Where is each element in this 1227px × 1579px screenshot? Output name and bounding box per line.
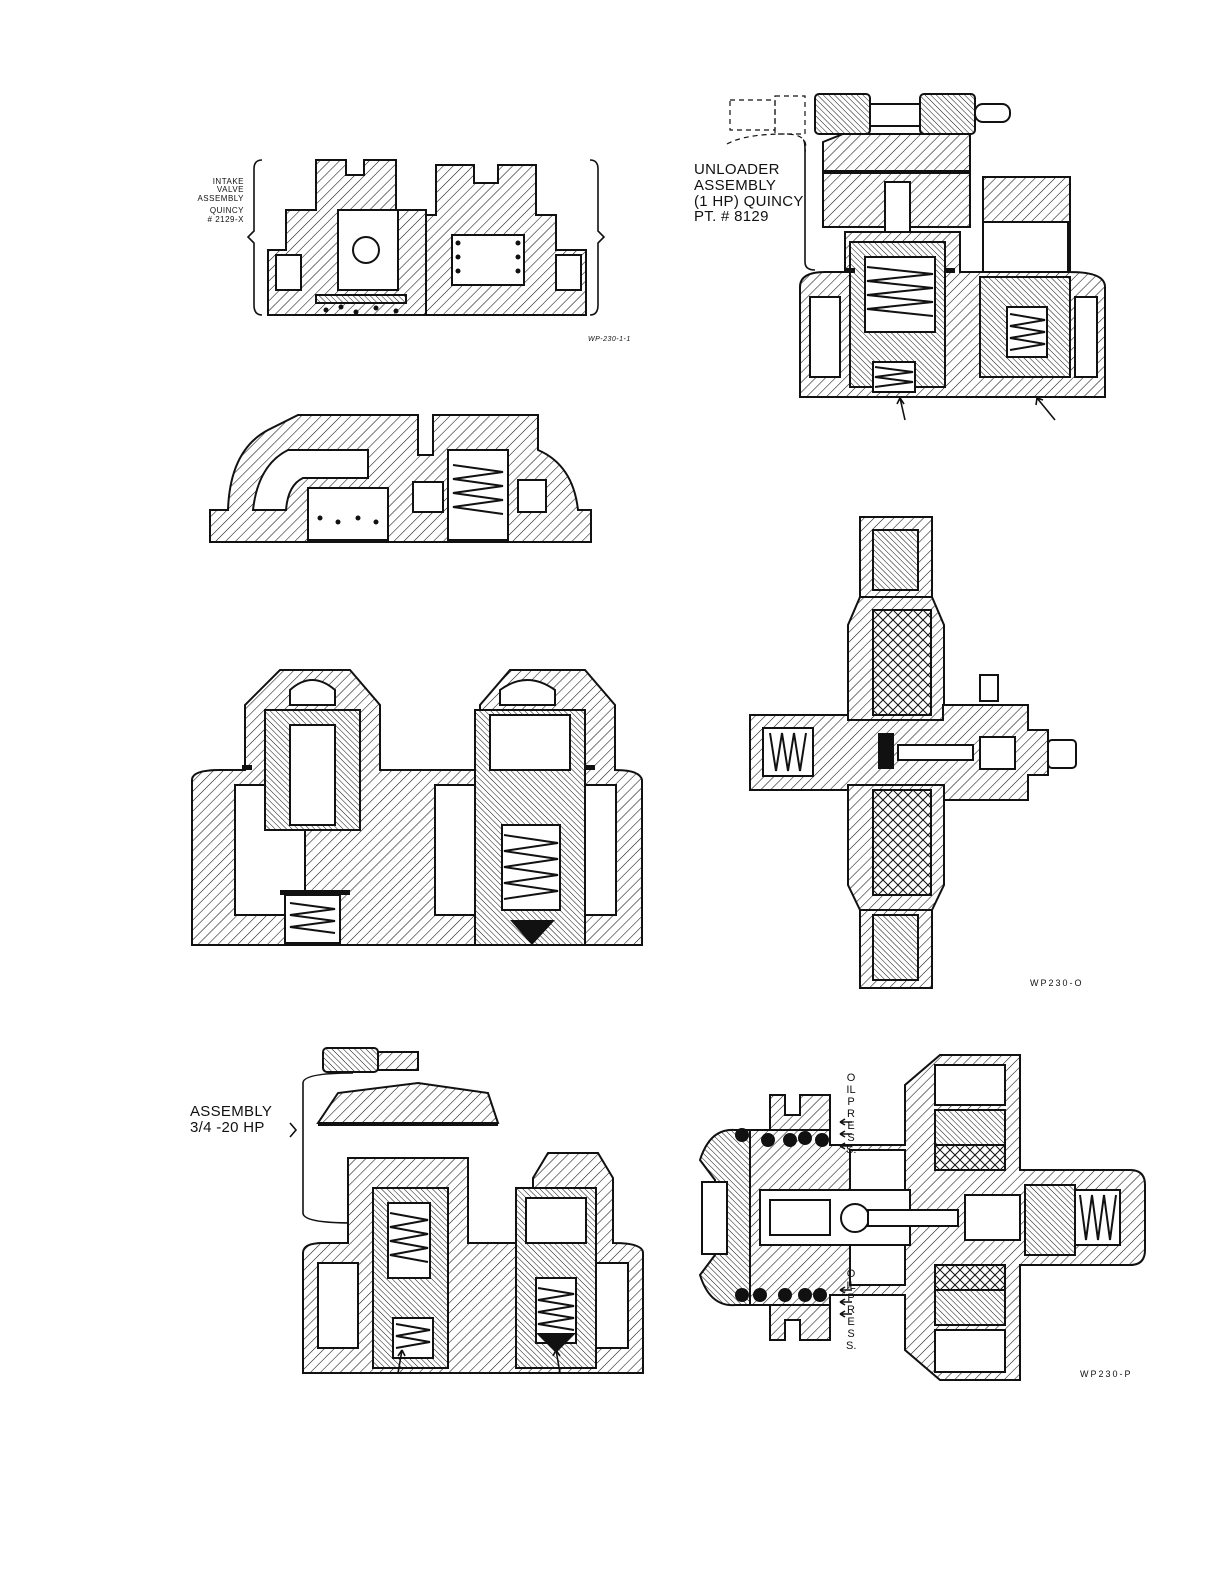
bottom-fitting-bore	[873, 915, 918, 980]
bracket	[803, 140, 815, 270]
unloader-20hp-drawing	[298, 1038, 648, 1374]
end-cap-bore	[702, 1182, 727, 1254]
fitting-nut	[920, 94, 975, 134]
valve-chamber	[452, 235, 524, 285]
phantom-bracket	[727, 134, 806, 152]
label-line: # 2129-X	[196, 216, 244, 224]
passage	[556, 255, 581, 290]
label-line: 3/4 -20 HP	[190, 1120, 272, 1136]
valve-chamber	[965, 1195, 1020, 1240]
oil-press-label-top: OIL PRESS.	[846, 1072, 856, 1156]
figure-valve-section	[208, 410, 593, 545]
label-line: ASSEMBLY	[190, 1104, 272, 1120]
phantom-fitting	[730, 100, 775, 130]
cavity	[810, 297, 840, 377]
bracket	[590, 160, 604, 315]
lower-filter-element	[873, 790, 931, 895]
oil-chamber	[850, 1150, 905, 1190]
diaphragm-cover	[318, 1083, 498, 1123]
oil-pump-drawing	[690, 1050, 1150, 1385]
gasket	[242, 765, 252, 770]
check-valve	[980, 737, 1015, 769]
discharge-top	[526, 1198, 586, 1243]
port-hole	[353, 237, 379, 263]
oil-pump-code: WP230-p	[1080, 1370, 1133, 1379]
pipe-fitting	[323, 1048, 378, 1072]
fitting-nut	[815, 94, 870, 134]
relief-valve-body	[1025, 1185, 1075, 1255]
fitting-tee	[870, 104, 920, 126]
right-valve-top	[490, 715, 570, 770]
oil-chamber	[850, 1245, 905, 1285]
arrow	[897, 398, 905, 420]
intake-valve-code: WP-230-1-1	[588, 336, 631, 343]
lower-cavity	[935, 1330, 1005, 1372]
side-port	[518, 480, 546, 512]
gasket	[585, 765, 595, 770]
gasket	[845, 268, 855, 273]
discharge-top	[983, 222, 1068, 272]
intake-valve-drawing	[246, 155, 606, 330]
piston	[770, 1200, 830, 1235]
diaphragm	[823, 170, 970, 174]
side-port	[413, 482, 443, 512]
outlet-nipple	[1048, 740, 1076, 768]
gasket	[945, 268, 955, 273]
pipe-elbow	[378, 1052, 418, 1070]
unloader-20hp-label: ASSEMBLY 3/4 -20 HP	[190, 1104, 272, 1136]
filter-seal	[878, 733, 894, 769]
intake-valve-chamber	[308, 488, 388, 540]
unloader-1hp-drawing	[725, 82, 1125, 422]
top-fitting-bore	[873, 530, 918, 590]
center-passage	[898, 745, 973, 760]
passage	[276, 255, 301, 290]
left-valve-bore	[290, 725, 335, 825]
gasket	[280, 890, 350, 895]
valve-plate	[316, 295, 406, 303]
lower-screen	[935, 1265, 1005, 1290]
cavity	[318, 1263, 358, 1348]
upper-filter-element	[873, 610, 931, 715]
upper-screen	[935, 1145, 1005, 1170]
piston-rod	[868, 1210, 958, 1226]
bracket	[248, 160, 262, 315]
check-ball	[841, 1204, 869, 1232]
arrow	[1036, 398, 1055, 420]
diaphragm	[318, 1122, 498, 1126]
bracket-tick	[290, 1123, 296, 1137]
oil-press-label-bottom: OIL PRESS.	[846, 1268, 856, 1352]
phantom-fitting	[775, 96, 805, 134]
pipe-end	[975, 104, 1010, 122]
upper-cavity	[935, 1065, 1005, 1105]
label-line: ASSEMBLY	[196, 195, 244, 203]
discharge-valve-chamber	[448, 450, 508, 540]
figure-head-valves	[190, 665, 645, 947]
outlet-port	[980, 675, 998, 701]
intake-valve-label: INTAKE VALVE ASSEMBLY QUINCY # 2129-X	[196, 178, 244, 224]
filter-code: WP230-o	[1030, 979, 1084, 988]
cavity	[1075, 297, 1097, 377]
line-filter-drawing	[748, 515, 1083, 990]
